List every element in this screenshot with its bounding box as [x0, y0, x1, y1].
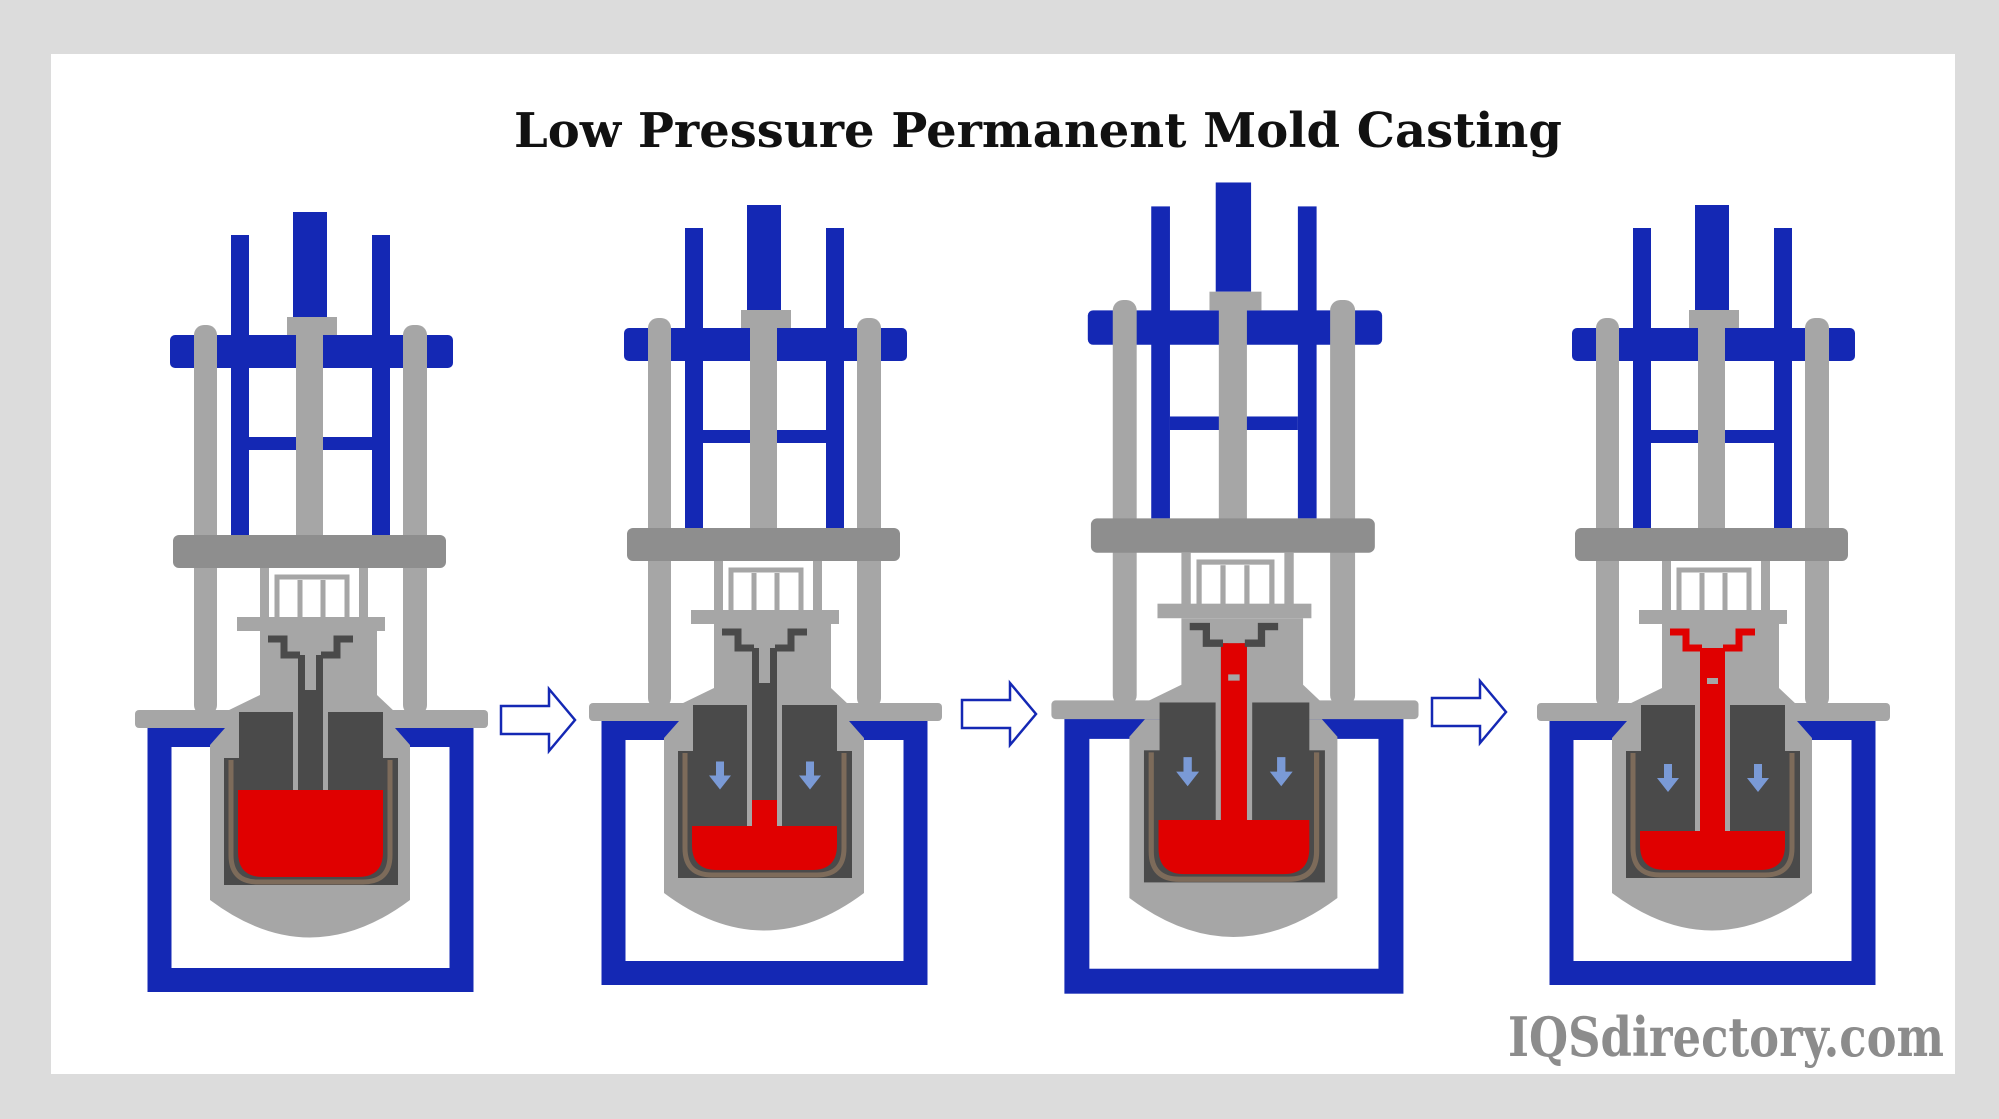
pressure-arrow-icon [709, 761, 731, 790]
rod-cap [1209, 291, 1262, 311]
ejector-post-right [1284, 552, 1294, 610]
tie-bar-left [194, 325, 217, 715]
guide-column-right [826, 228, 844, 528]
guide-column-left [1633, 228, 1651, 528]
piston-rod [1218, 305, 1247, 524]
crucible-liner [1148, 752, 1320, 882]
diagram-title: Low Pressure Permanent Mold Casting [514, 103, 1562, 159]
watermark-logo: IQSdirectory.com [1508, 1005, 1944, 1069]
ejector-plate [1157, 603, 1312, 619]
pressure-arrow-icon [1176, 757, 1200, 787]
ejector-plate [1639, 610, 1787, 624]
rod-cap [1689, 310, 1739, 328]
molten-metal [238, 790, 383, 877]
tie-bar-right [1805, 318, 1829, 708]
tie-bar-left [648, 318, 671, 708]
pressure-arrow-icon [1657, 764, 1679, 792]
mold-cavity [268, 635, 353, 659]
rod-cap [287, 317, 337, 335]
hydraulic-cylinder [747, 205, 781, 310]
casting-machine-stage-1 [135, 212, 488, 992]
hydraulic-cylinder [293, 212, 327, 317]
crucible-liner [682, 753, 847, 878]
hydraulic-cylinder [1695, 205, 1729, 310]
ejector-post-left [714, 561, 723, 616]
rod-cap [741, 310, 791, 328]
molten-metal [692, 826, 837, 870]
ejector-post-right [359, 568, 368, 623]
rising-metal [752, 800, 777, 828]
tie-bar-left [1112, 300, 1137, 706]
flow-arrows [499, 677, 1508, 755]
ejector-post-left [1662, 561, 1671, 616]
sprue-notch [759, 648, 770, 683]
tie-bar-left [1596, 318, 1619, 708]
rising-metal [1700, 648, 1725, 833]
ejector-post-right [813, 561, 822, 616]
molten-metal [1158, 819, 1310, 875]
hydraulic-cylinder [1215, 182, 1252, 292]
tie-bar-right [1330, 300, 1356, 706]
lower-mold-block-right [328, 712, 383, 790]
ejector-plate [691, 610, 839, 624]
piston-rod [1698, 323, 1725, 533]
moving-platen [173, 535, 446, 568]
ejector-post-left [260, 568, 269, 623]
rising-metal [1220, 643, 1247, 823]
machines [135, 182, 1890, 994]
right-arrow-icon [960, 679, 1038, 749]
mold-cavity [722, 628, 807, 652]
crucible-liner [228, 760, 393, 885]
tie-bar-right [857, 318, 881, 708]
guide-column-right [1297, 206, 1317, 519]
casting-machine-stage-4 [1537, 205, 1890, 985]
right-arrow-icon [1430, 677, 1508, 747]
ejector-plate [237, 617, 385, 631]
tie-bar-right [403, 325, 427, 715]
sprue-notch-tip [1707, 678, 1718, 684]
mold-cavity [1189, 622, 1279, 647]
pressure-arrow-icon [799, 761, 821, 790]
piston-rod [296, 330, 323, 540]
casting-machine-stage-3 [1051, 182, 1419, 994]
lower-mold-block-left [239, 712, 293, 790]
piston-rod [750, 323, 777, 533]
pressure-arrow-icon [1747, 764, 1769, 792]
guide-column-left [685, 228, 703, 528]
guide-column-right [372, 235, 390, 535]
moving-platen [627, 528, 900, 561]
mold-cavity [1670, 628, 1755, 652]
casting-machine-stage-2 [589, 205, 942, 985]
guide-column-right [1774, 228, 1792, 528]
crucible-liner [1630, 753, 1795, 878]
guide-column-left [231, 235, 249, 535]
moving-platen [1090, 518, 1375, 553]
ejector-post-left [1181, 552, 1191, 610]
pressure-arrow-icon [1269, 757, 1293, 787]
sprue-notch-tip [1228, 674, 1240, 681]
sprue-notch [305, 655, 316, 690]
molten-metal [1640, 831, 1785, 870]
right-arrow-icon [499, 685, 577, 755]
ejector-post-right [1761, 561, 1770, 616]
moving-platen [1575, 528, 1848, 561]
guide-column-left [1151, 206, 1170, 519]
